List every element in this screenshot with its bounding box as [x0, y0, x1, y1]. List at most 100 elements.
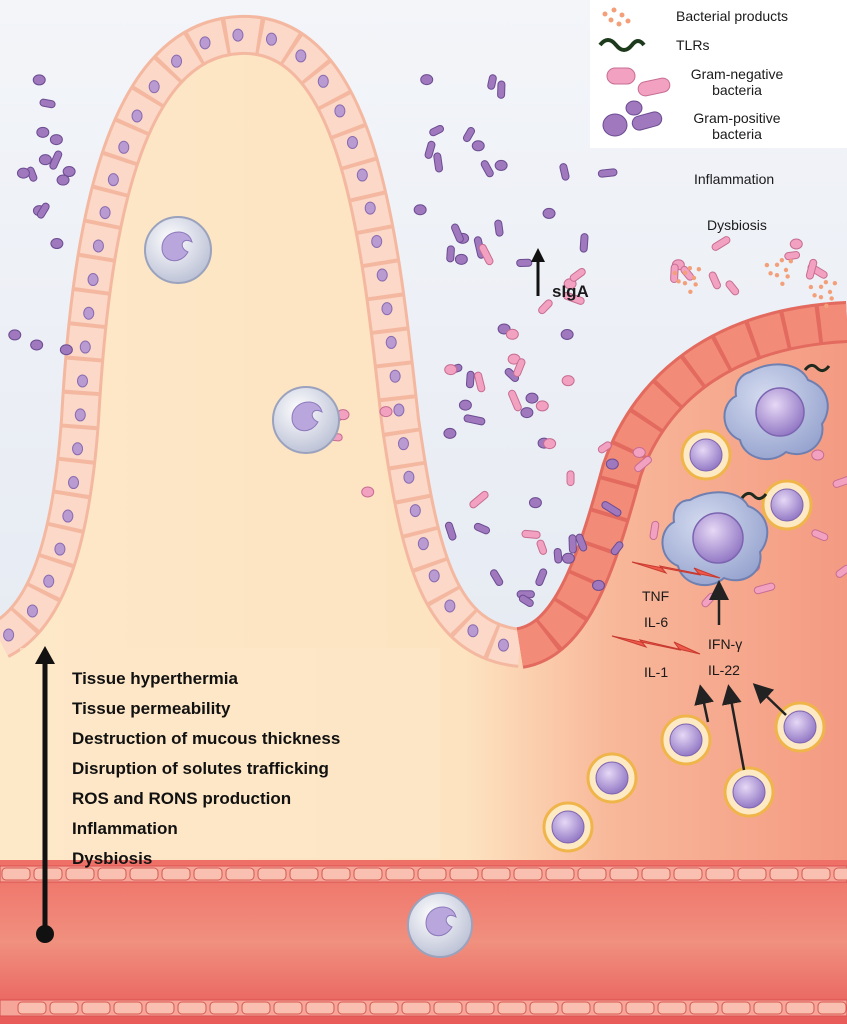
bacterium: [789, 238, 803, 250]
bacterial-product: [764, 262, 770, 268]
lymphocyte-nucleus: [732, 775, 766, 809]
bacterium: [471, 140, 485, 152]
bacterium: [561, 375, 575, 387]
bacterium: [59, 344, 73, 356]
endothelial-cell: [481, 867, 511, 881]
bacterial-product: [818, 284, 824, 289]
bacterium: [566, 470, 575, 487]
bacterium: [725, 280, 740, 296]
epithelial-nucleus: [171, 54, 183, 68]
bacterium: [535, 400, 549, 412]
epithelial-nucleus: [295, 49, 307, 63]
legend-gram-positive-label: Gram-positive bacteria: [672, 110, 802, 142]
endothelial-cell: [273, 1001, 303, 1015]
effects-list: Tissue hyperthermia Tissue permeability …: [72, 664, 340, 874]
effect-item: Disruption of solutes trafficking: [72, 759, 329, 778]
bacterium: [575, 533, 588, 552]
bacterial-product: [827, 289, 833, 295]
lymphocyte-nucleus: [770, 488, 804, 522]
effect-item: Tissue hyperthermia: [72, 669, 238, 688]
epithelial-nucleus: [334, 104, 346, 118]
dendritic-cell-2: [661, 491, 769, 587]
epithelial-nucleus: [417, 537, 429, 551]
bacterium: [454, 253, 468, 265]
epithelial-nucleus: [26, 604, 38, 618]
effect-item: Inflammation: [72, 819, 178, 838]
bacterium: [361, 486, 375, 498]
bacterium: [525, 392, 539, 404]
ifng-label: IFN-γ: [708, 636, 743, 652]
lymphocyte-nucleus: [783, 710, 817, 744]
bacterium: [38, 154, 52, 166]
endothelial-cell: [49, 1001, 79, 1015]
bacterium: [444, 364, 458, 376]
endothelial-cell: [417, 867, 447, 881]
endothelial-cell: [353, 867, 383, 881]
epithelial-nucleus: [403, 470, 415, 484]
lymphocyte-nucleus: [669, 723, 703, 757]
epithelial-nucleus: [385, 335, 397, 349]
endothelial-cell: [801, 867, 831, 881]
bacterium: [39, 98, 56, 109]
bacterium: [521, 529, 541, 539]
endothelial-cell: [673, 867, 703, 881]
epithelial-nucleus: [76, 374, 88, 388]
bacterium: [420, 74, 434, 86]
legend-gram-negative-line2: bacteria: [712, 82, 762, 98]
endothelial-cell: [289, 867, 319, 881]
bacterium: [474, 371, 486, 393]
epithelial-nucleus: [43, 574, 55, 588]
endothelial-cell: [305, 1001, 335, 1015]
bacterial-product: [824, 303, 829, 308]
bacterium: [513, 358, 526, 377]
bacterium: [518, 594, 534, 608]
bacterial-product: [779, 257, 785, 263]
epithelial-nucleus: [107, 173, 119, 187]
bacterial-product: [682, 280, 688, 286]
endothelial-cell: [337, 1001, 367, 1015]
lymphocyte-nucleus: [595, 761, 629, 795]
lymphocyte-nucleus: [551, 810, 585, 844]
bacterium: [494, 219, 504, 237]
bacterium: [469, 490, 489, 509]
epithelial-nucleus: [74, 408, 86, 422]
endothelial-cell: [129, 867, 159, 881]
endothelial-cell: [817, 1001, 847, 1015]
bacterium: [478, 243, 494, 266]
bacterium: [805, 258, 818, 280]
bacterium: [559, 163, 570, 181]
inflamed-epithelial-cells: [515, 304, 847, 666]
il1-signal-bolt: [611, 635, 701, 655]
epithelial-nucleus: [317, 74, 329, 88]
effect-item: Dysbiosis: [72, 849, 153, 868]
tnf-signal-bolt: [631, 561, 721, 579]
epithelial-nucleus: [376, 268, 388, 282]
endothelial-cell: [161, 867, 191, 881]
bacterium: [634, 455, 652, 473]
epithelial-nucleus: [409, 504, 421, 518]
endothelial-cell: [321, 867, 351, 881]
bacterium: [433, 152, 444, 173]
bacterium: [480, 160, 494, 178]
bacterium: [49, 134, 63, 146]
bacterial-product: [829, 296, 834, 301]
bacterial-product: [774, 262, 780, 267]
bacterial-product: [682, 270, 688, 275]
bacterial-product: [672, 270, 678, 276]
lymphocyte-nucleus: [689, 438, 723, 472]
bacterium: [473, 522, 491, 535]
bacterium: [610, 541, 624, 556]
bacterial-product: [688, 289, 693, 294]
epithelial-nucleus: [87, 273, 99, 287]
bacterium: [413, 204, 427, 216]
epithelial-nucleus: [118, 140, 130, 154]
endothelial-cell: [113, 1001, 143, 1015]
epithelial-nucleus: [72, 442, 84, 456]
legend-gram-negative-icon: [606, 67, 671, 97]
epithelial-nucleus: [92, 239, 104, 253]
endothelial-cell: [193, 867, 223, 881]
epithelial-nucleus: [79, 340, 91, 354]
bacterium: [16, 167, 30, 179]
endothelial-cell: [689, 1001, 719, 1015]
effect-item: Destruction of mucous thickness: [72, 729, 341, 748]
